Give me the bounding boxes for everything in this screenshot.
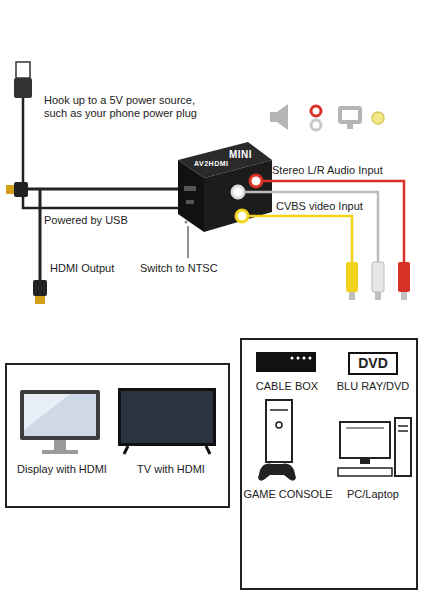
red-jack-icon [311,106,321,116]
pc-icon [338,418,411,476]
node-text: PC/Laptop [328,488,418,501]
node-text: DVD [358,355,388,372]
device-label: AV2HDMI [194,160,228,168]
port-label: Powered by USB [44,214,128,227]
device-panel: CABLE BOXBLU RAY/DVD GAME CONSOLEPC/Lapto… [240,338,418,590]
leader-line [188,226,189,258]
dvd-box: DVD [348,352,398,375]
node-text: BLU RAY/DVD [328,380,418,393]
video-icon [338,106,362,129]
converter-box [178,142,272,232]
node-text: Display with HDMI [7,463,117,476]
node-text: GAME CONSOLE [242,488,334,501]
switch-label: Switch to NTSC [140,262,218,275]
game-console-icon [258,400,296,481]
white-cable [244,192,378,262]
white-jack [232,186,244,198]
cable-box-icon [256,352,316,372]
tv-icon [118,388,216,454]
yellow-jack [236,210,248,222]
white-jack-icon [311,120,321,130]
node-text: TV with HDMI [115,463,227,476]
port-label: HDMI Output [50,262,114,275]
monitor-icon [20,390,100,454]
hdmi-cable [6,182,182,304]
yellow-cable [248,216,352,262]
device-panel: Display with HDMITV with HDMI [5,363,230,508]
node-text: CABLE BOX [242,380,332,393]
red-jack [250,175,262,187]
brand-label: MINI [229,149,252,161]
rca-plugs [346,262,410,300]
port-label: Stereo L/R Audio Input [272,164,383,177]
yellow-jack-icon [372,112,384,124]
note-text: Hook up to a 5V power source, such as yo… [44,94,216,120]
port-label: CVBS video Input [276,200,363,213]
usb-cable [14,62,182,208]
audio-icon [270,104,288,130]
